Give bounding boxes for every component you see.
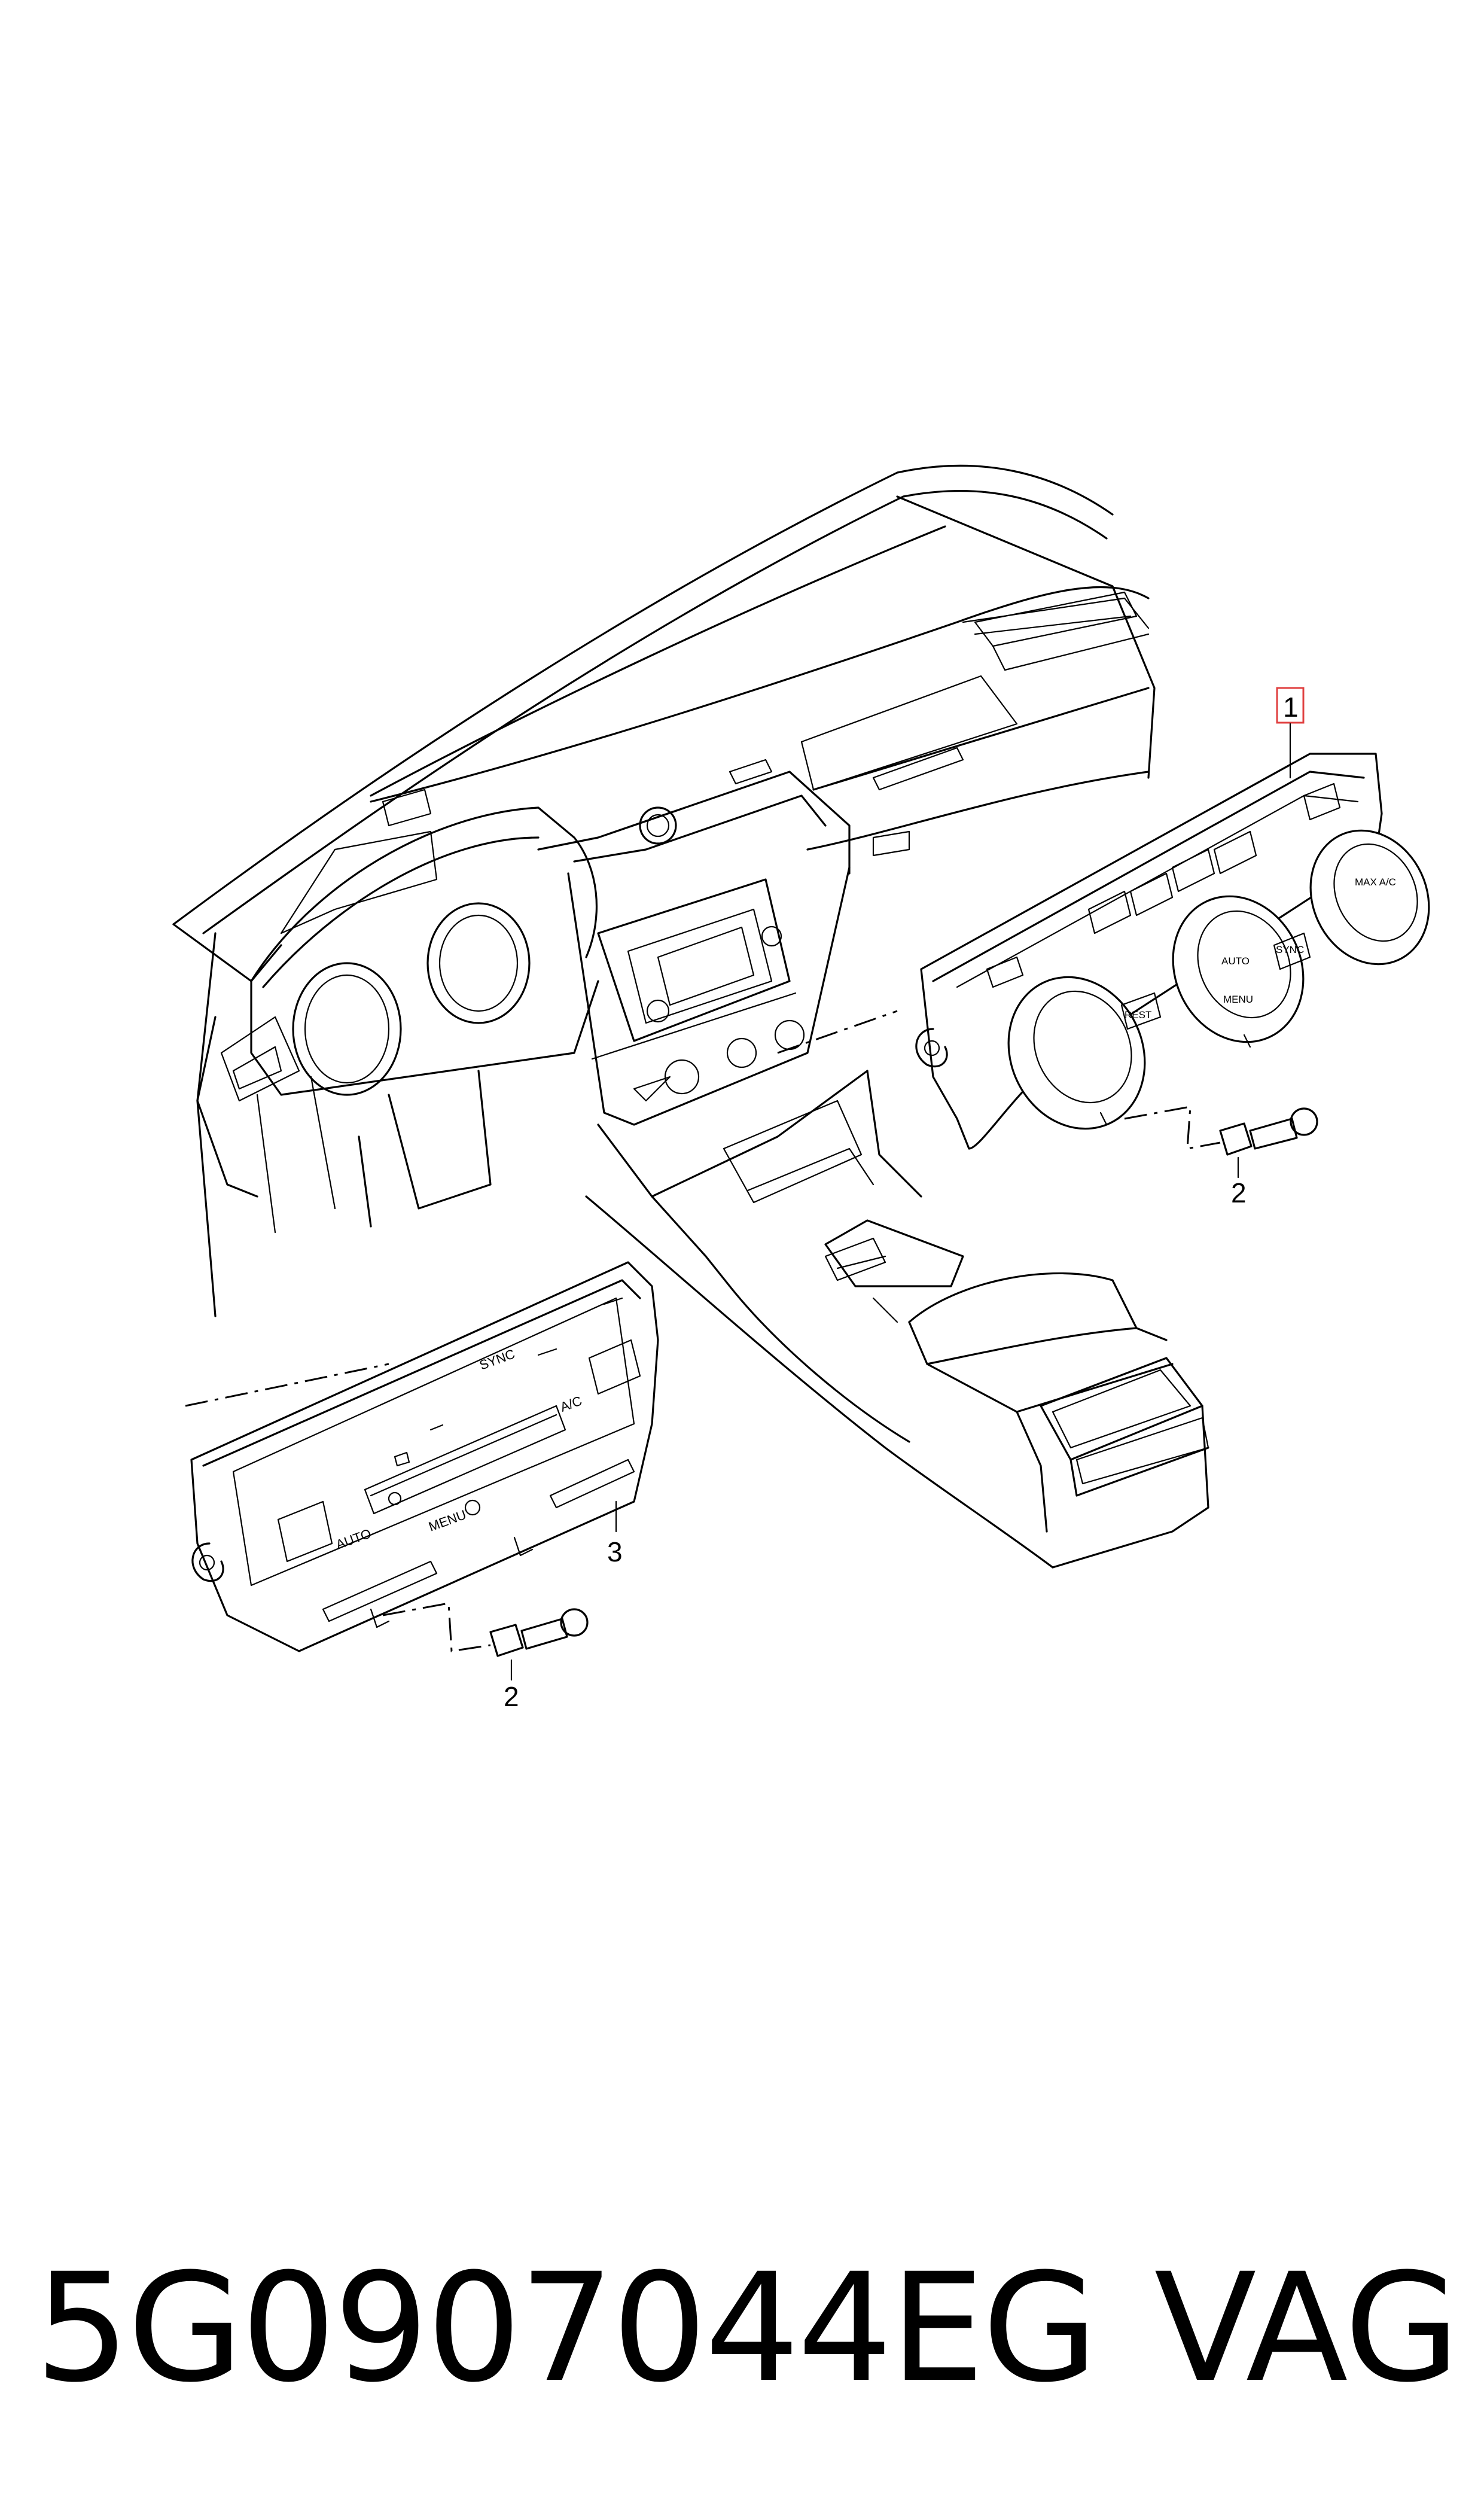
auto-label-left: AUTO — [334, 1526, 373, 1552]
climate-control-panel-knobs: AUTO MENU SYNC REST MAX A/C — [915, 753, 1430, 1150]
callout-1: 1 — [1283, 692, 1299, 723]
leader-line-lower — [185, 1363, 389, 1407]
callout-3: 3 — [607, 1536, 623, 1567]
manufacturer-label: VAG — [1154, 2241, 1460, 2415]
screw-right: 2 — [1124, 1106, 1318, 1208]
max-ac-label: MAX A/C — [1355, 876, 1396, 888]
leader-line-upper — [777, 1010, 898, 1054]
screw-left: 2 — [382, 1602, 589, 1712]
callout-1-group: 1 — [1276, 687, 1305, 779]
dashboard-outline — [172, 464, 1209, 1569]
auto-label: AUTO — [1221, 955, 1250, 967]
callout-3-group: 3 — [607, 1500, 623, 1567]
sync-label: SYNC — [1276, 944, 1304, 955]
ac-label-left: A/C — [558, 1393, 584, 1415]
menu-label: MENU — [1223, 994, 1253, 1005]
sync-label-left: SYNC — [477, 1346, 517, 1372]
callout-2-right: 2 — [1231, 1177, 1247, 1208]
callout-2-left: 2 — [504, 1681, 519, 1712]
callout-1-highlight-box — [1276, 687, 1305, 724]
rest-label: REST — [1125, 1009, 1151, 1021]
part-number: 5G0907044EG — [35, 2241, 1098, 2415]
menu-label-left: MENU — [426, 1507, 468, 1534]
climate-control-panel-touch: AUTO MENU SYNC A/C — [190, 1261, 659, 1652]
